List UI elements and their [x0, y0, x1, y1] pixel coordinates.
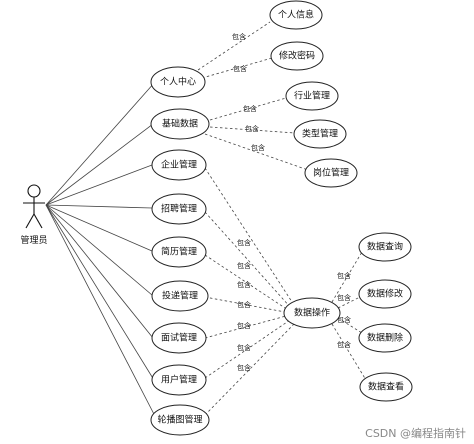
- include-relations: [197, 21, 367, 416]
- include-line: [204, 323, 295, 416]
- watermark: CSDN @编程指南针: [365, 426, 466, 440]
- relation-label: 包含: [237, 363, 251, 372]
- relation-label: 包含: [237, 343, 251, 352]
- include-line: [209, 126, 296, 134]
- relation-label: 包含: [243, 104, 257, 113]
- included-use-cases: 个人信息 修改密码 行业管理 类型管理 岗位管理 数据操作 数据查询 数据修改: [269, 0, 413, 402]
- use-case-label: 数据修改: [367, 288, 403, 300]
- relation-label: 包含: [237, 280, 251, 289]
- relation-label: 包含: [237, 261, 251, 270]
- use-case-label: 企业管理: [161, 159, 197, 171]
- relation-labels: 包含 包含 包含 包含 包含 包含 包含 包含 包含 包含 包含 包含 包含 包…: [232, 32, 351, 372]
- use-case-type-mgmt: 类型管理: [293, 119, 347, 149]
- include-line: [204, 319, 291, 379]
- use-case-change-password: 修改密码: [270, 41, 324, 71]
- actor-left-leg: [25, 213, 35, 229]
- relation-label: 包含: [245, 124, 259, 133]
- use-case-data-delete: 数据删除: [358, 323, 412, 353]
- actor-label: 管理员: [20, 234, 47, 246]
- use-case-label: 基础数据: [162, 118, 198, 130]
- assoc-interview-mgmt: [45, 204, 154, 339]
- use-case-label: 个人中心: [160, 76, 196, 88]
- include-line: [337, 295, 363, 309]
- assoc-enterprise-mgmt: [45, 164, 153, 206]
- use-case-resume-mgmt: 简历管理: [151, 236, 207, 268]
- use-case-data-view: 数据查看: [359, 372, 413, 402]
- actor-associations: [45, 81, 158, 421]
- relation-label: 包含: [337, 315, 351, 324]
- relation-label: 包含: [232, 32, 246, 41]
- include-line: [201, 57, 273, 79]
- use-case-data-query: 数据查询: [358, 232, 412, 262]
- relation-label: 包含: [251, 143, 265, 152]
- use-case-data-operation: 数据操作: [283, 297, 341, 329]
- include-line: [204, 167, 295, 306]
- actor-right-leg: [33, 213, 43, 229]
- use-case-label: 招聘管理: [161, 203, 197, 215]
- include-line: [204, 296, 286, 313]
- use-case-industry-mgmt: 行业管理: [285, 81, 339, 111]
- use-case-data-modify: 数据修改: [358, 279, 412, 309]
- use-case-basic-data: 基础数据: [150, 108, 210, 140]
- use-case-personal-center: 个人中心: [150, 66, 206, 98]
- assoc-delivery-mgmt: [45, 204, 153, 296]
- use-case-personal-info: 个人信息: [269, 0, 323, 30]
- use-case-label: 数据操作: [294, 307, 330, 319]
- include-line: [204, 254, 289, 311]
- use-case-enterprise-mgmt: 企业管理: [151, 149, 207, 181]
- use-case-label: 轮播图管理: [157, 414, 202, 426]
- include-line: [331, 323, 367, 381]
- include-line: [209, 97, 287, 121]
- include-line: [204, 133, 309, 171]
- use-case-user-mgmt: 用户管理: [151, 364, 207, 396]
- use-case-recruitment-mgmt: 招聘管理: [151, 193, 207, 225]
- use-case-label: 个人信息: [278, 9, 314, 21]
- assoc-recruitment-mgmt: [45, 204, 153, 209]
- use-case-label: 修改密码: [279, 50, 315, 62]
- assoc-user-mgmt: [45, 204, 155, 381]
- relation-label: 包含: [337, 293, 351, 302]
- assoc-resume-mgmt: [45, 204, 153, 252]
- assoc-basic-data: [45, 123, 154, 206]
- use-case-carousel-mgmt: 轮播图管理: [150, 404, 210, 436]
- relation-label: 包含: [337, 340, 351, 349]
- actor-head: [27, 184, 41, 198]
- use-case-label: 数据查询: [367, 241, 403, 253]
- use-case-label: 类型管理: [302, 128, 338, 140]
- include-line: [204, 211, 292, 309]
- relation-label: 包含: [237, 300, 251, 309]
- use-case-label: 投递管理: [162, 290, 198, 302]
- relation-label: 包含: [337, 271, 351, 280]
- use-case-label: 用户管理: [161, 374, 197, 386]
- use-case-label: 简历管理: [161, 246, 197, 258]
- include-line: [204, 315, 287, 339]
- include-line: [197, 21, 271, 71]
- assoc-personal-center: [45, 81, 156, 206]
- use-case-delivery-mgmt: 投递管理: [151, 280, 209, 312]
- actor-admin: 管理员: [20, 184, 48, 246]
- use-case-label: 岗位管理: [313, 167, 349, 179]
- use-case-label: 行业管理: [294, 90, 330, 102]
- assoc-carousel-mgmt: [45, 204, 158, 421]
- use-case-label: 面试管理: [161, 332, 197, 344]
- relation-label: 包含: [237, 321, 251, 330]
- use-case-label: 数据查看: [368, 381, 404, 393]
- use-case-label: 数据删除: [367, 332, 403, 344]
- relation-label: 包含: [237, 238, 251, 247]
- primary-use-cases: 个人中心 基础数据 企业管理 招聘管理 简历管理 投递管理 面试管理 用户管理: [150, 66, 210, 436]
- use-case-interview-mgmt: 面试管理: [151, 322, 207, 354]
- use-case-position-mgmt: 岗位管理: [304, 158, 358, 188]
- relation-label: 包含: [233, 64, 247, 73]
